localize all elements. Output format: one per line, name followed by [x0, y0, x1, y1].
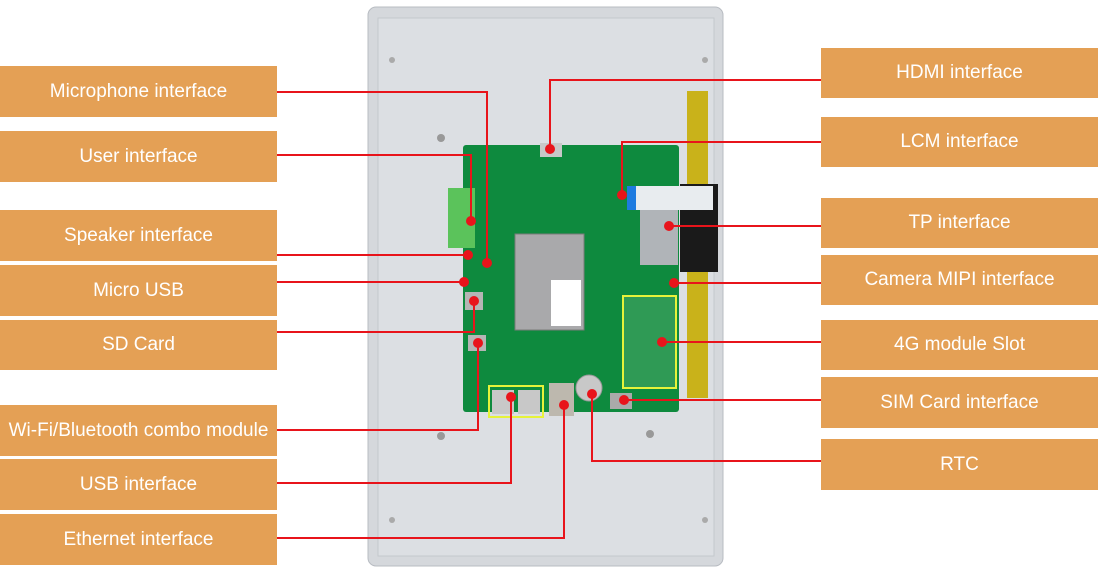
- dot-sim: [619, 395, 629, 405]
- leader-rtc: [591, 394, 821, 462]
- dot-lcm: [617, 190, 627, 200]
- dot-tp: [664, 221, 674, 231]
- label-4g-module-slot: 4G module Slot: [821, 320, 1098, 370]
- label-user-interface: User interface: [0, 131, 277, 182]
- dot-hdmi: [545, 144, 555, 154]
- screw: [389, 57, 395, 63]
- label-camera-mipi-interface: Camera MIPI interface: [821, 255, 1098, 305]
- label-wifi-bluetooth: Wi-Fi/Bluetooth combo module: [0, 405, 277, 456]
- label-microphone-interface: Microphone interface: [0, 66, 277, 117]
- screw: [702, 517, 708, 523]
- screw: [437, 432, 445, 440]
- usb-port-outline: [488, 385, 544, 418]
- label-lcm-interface: LCM interface: [821, 117, 1098, 167]
- label-micro-usb: Micro USB: [0, 265, 277, 316]
- leader-lcm: [621, 141, 821, 195]
- leader-sd-card: [277, 301, 475, 333]
- ribbon-tab: [627, 186, 636, 210]
- dot-camera: [669, 278, 679, 288]
- dot-microphone: [482, 258, 492, 268]
- ribbon-cable: [627, 186, 713, 210]
- dot-4g: [657, 337, 667, 347]
- label-rtc: RTC: [821, 439, 1098, 490]
- leader-ethernet: [277, 405, 565, 539]
- label-hdmi-interface: HDMI interface: [821, 48, 1098, 98]
- screw: [389, 517, 395, 523]
- screw: [702, 57, 708, 63]
- ethernet-port: [549, 383, 574, 416]
- usb-port: [518, 390, 540, 414]
- leader-user: [277, 154, 472, 221]
- label-tp-interface: TP interface: [821, 198, 1098, 248]
- label-sd-card: SD Card: [0, 320, 277, 370]
- tp-connector: [640, 210, 678, 265]
- label-ethernet-interface: Ethernet interface: [0, 514, 277, 565]
- dot-usb: [506, 392, 516, 402]
- dot-wifi: [473, 338, 483, 348]
- screw: [437, 134, 445, 142]
- leader-hdmi: [549, 79, 821, 149]
- dot-rtc: [587, 389, 597, 399]
- dot-micro-usb: [459, 277, 469, 287]
- dot-user: [466, 216, 476, 226]
- soc-sticker: [551, 280, 581, 326]
- label-usb-interface: USB interface: [0, 459, 277, 510]
- label-sim-card-interface: SIM Card interface: [821, 377, 1098, 428]
- leader-wifi: [277, 343, 479, 431]
- label-speaker-interface: Speaker interface: [0, 210, 277, 261]
- leader-usb: [277, 397, 512, 484]
- dot-speaker: [463, 250, 473, 260]
- dot-ethernet: [559, 400, 569, 410]
- dot-sd-card: [469, 296, 479, 306]
- leader-microphone: [277, 91, 488, 263]
- screw: [646, 430, 654, 438]
